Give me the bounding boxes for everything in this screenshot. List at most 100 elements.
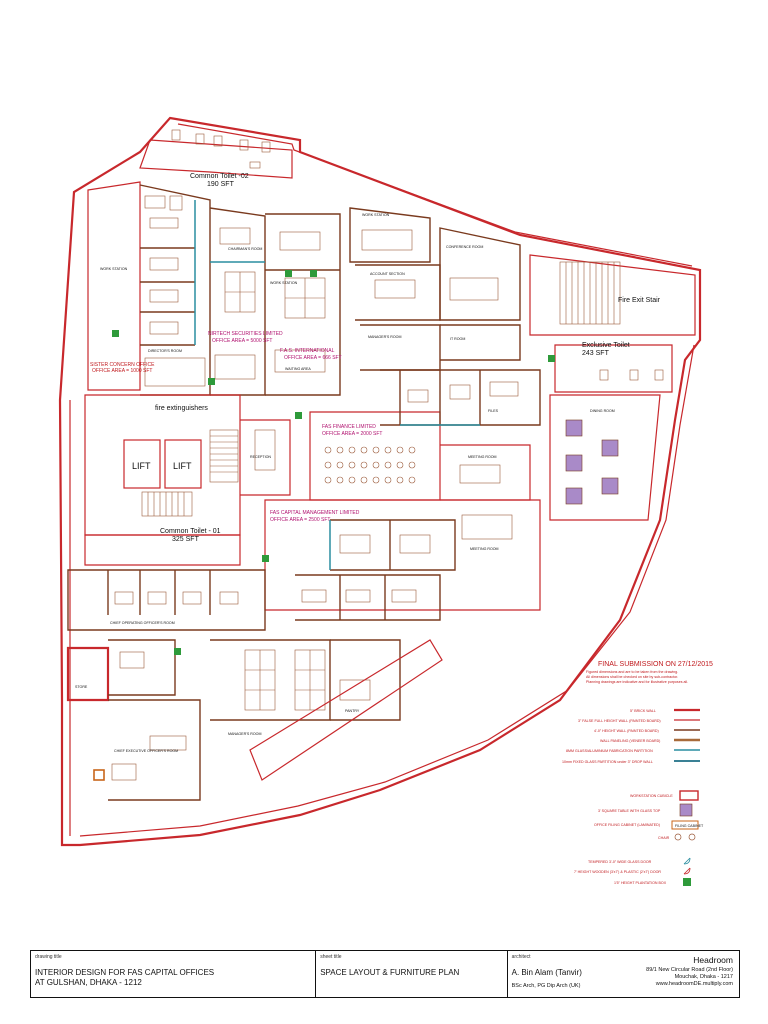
plant-box (285, 270, 292, 277)
firm-name: Headroom (693, 955, 733, 965)
dining-room: DINING ROOM (549, 394, 661, 521)
common-toilet-02: Common Toilet -02 190 SFT (139, 129, 293, 188)
architect-name: A. Bin Alam (Tanvir) (511, 968, 582, 977)
title-block: drawing title INTERIOR DESIGN FOR FAS CA… (30, 950, 740, 998)
legend-label-8: OFFICE FILING CABINET (LAMINATED) (594, 823, 660, 827)
note-line-3: Planning drawings are indicative and for… (586, 680, 688, 684)
work-station-label-1: WORK STATION (100, 267, 128, 271)
drawing-title-line-2: AT GULSHAN, DHAKA - 1212 (35, 978, 142, 987)
work-station-label-2: WORK STATION (270, 281, 298, 285)
fas-finance-area: OFFICE AREA = 2000 SFT (322, 431, 382, 437)
capital-offices-row (295, 574, 441, 621)
filing-cabinet-mark (93, 769, 105, 781)
lift-1-label: LIFT (132, 461, 151, 471)
stair-right (209, 429, 239, 483)
plant-box (295, 412, 302, 419)
square-table-4 (601, 477, 619, 495)
legend-label-7: 3' SQUARE TABLE WITH GLASS TOP (598, 809, 661, 813)
sheet-title-cell: sheet title SPACE LAYOUT & FURNITURE PLA… (316, 951, 508, 997)
chief-executive-label: CHIEF EXECUTIVE OFFICER'S ROOM (114, 749, 178, 753)
address-line-2: Mouchak, Dhaka - 1217 (674, 974, 733, 980)
work-station-label-3: WORK STATION (362, 213, 390, 217)
nirtech-office-block: NIRTECH SECURITIES LIMITED OFFICE AREA =… (87, 181, 342, 412)
fire-extinguishers-label: fire extinguishers (155, 405, 208, 412)
square-table-1 (565, 419, 583, 437)
legend-label-9: CHAIR (658, 836, 670, 840)
stair-left (141, 491, 193, 517)
drawing-title-cell: drawing title INTERIOR DESIGN FOR FAS CA… (31, 951, 317, 997)
legend-label-6: WORKSTATION CUBICLE (630, 794, 673, 798)
legend-swatch-cubicle (679, 790, 699, 801)
fire-exit-stair: Fire Exit Stair (529, 254, 696, 336)
square-table-3 (565, 454, 583, 472)
centre-offices: WORK STATION CONFERENCE ROOM ACCOUNT SEC… (349, 207, 541, 426)
exclusive-toilet: Exclusive Toilet 243 SFT (554, 342, 673, 393)
drawing-title-line-1: INTERIOR DESIGN FOR FAS CAPITAL OFFICES (35, 968, 215, 977)
sheet-title-caption: sheet title (320, 954, 342, 960)
common-toilet-02-area: 190 SFT (207, 181, 235, 188)
nirtech-label: NIRTECH SECURITIES LIMITED (208, 331, 283, 337)
fas-capital-mgmt-label: FAS CAPITAL MANAGEMENT LIMITED (270, 510, 360, 516)
conference-room-label: CONFERENCE ROOM (446, 245, 483, 249)
exclusive-toilet-label: Exclusive Toilet (582, 342, 630, 349)
nirtech-area: OFFICE AREA = 5000 SFT (212, 338, 272, 344)
legend-label-12: 1'5" HEIGHT PLANTATION BOX (614, 881, 667, 885)
fas-intl-area: OFFICE AREA = 666 SFT (284, 355, 342, 361)
common-toilet-02-label: Common Toilet -02 (190, 173, 249, 180)
fas-intl-label: F.A.S. INTERNATIONAL (280, 348, 335, 354)
legend-swatch-wood-door (683, 867, 691, 875)
reception-area: RECEPTION (240, 419, 291, 496)
chief-operating-label: CHIEF OPERATING OFFICER'S ROOM (110, 621, 175, 625)
pantry-label: PANTRY (345, 709, 360, 713)
firm-website: www.headroomDE.multiply.com (655, 981, 733, 987)
legend-cabinet-tag: FILING CABINET (675, 824, 704, 828)
square-table-2 (601, 439, 619, 457)
exclusive-toilet-area: 243 SFT (582, 350, 610, 357)
lift-2-label: LIFT (173, 461, 192, 471)
submission-note: FINAL SUBMISSION ON 27/12/2015 (598, 661, 713, 668)
sister-concern-label: SISTER CONCERN OFFICE (90, 362, 155, 368)
legend-swatch-cabinet (671, 820, 699, 830)
address-line-1: 89/1 New Circular Road (2nd Floor) (646, 967, 733, 973)
legend-swatch-chair-2 (688, 833, 696, 841)
plant-box (310, 270, 317, 277)
legend-label-5: 10mm FIXED GLASS PARTITION under 3" DROP… (562, 760, 653, 764)
managers-room-label-2: MANAGER'S ROOM (228, 732, 261, 736)
legend-label-3: WALL PANELING (VENEER BOARD) (600, 739, 660, 743)
legend-swatch-plant (683, 878, 691, 886)
lower-workstations: PANTRY MANAGER'S ROOM (210, 639, 443, 781)
note-line-2: All dimensions shall be checked on site … (586, 675, 678, 679)
sister-concern-area: OFFICE AREA = 1000 SFT (92, 368, 152, 374)
store-label: STORE (75, 685, 88, 689)
sheet-title: SPACE LAYOUT & FURNITURE PLAN (320, 968, 460, 977)
firm-address: 89/1 New Circular Road (2nd Floor) Mouch… (646, 967, 733, 988)
directors-room-label: DIRECTOR'S ROOM (148, 349, 182, 353)
square-table-5 (565, 487, 583, 505)
architect-degree: BSc Arch, PG Dip Arch (UK) (511, 983, 581, 989)
account-section-label: ACCOUNT SECTION (370, 272, 405, 276)
plantation-boxes (112, 270, 555, 655)
architect-cell: architect A. Bin Alam (Tanvir) BSc Arch,… (508, 951, 739, 997)
workstation-cluster-left (224, 271, 326, 319)
plant-box (262, 555, 269, 562)
legend: 5" BRICK WALL 3" FALSE FULL HEIGHT WALL … (562, 708, 704, 886)
meeting-room-label-1: MEETING ROOM (468, 455, 497, 459)
it-room-label: IT ROOM (450, 337, 465, 341)
note-line-1: Figured dimensions and are to be taken f… (586, 670, 678, 674)
common-toilet-01-area: 325 SFT (172, 536, 200, 543)
finance-seating (324, 446, 416, 484)
chairmans-room-label: CHAIRMAN'S ROOM (228, 247, 262, 251)
plant-box (174, 648, 181, 655)
common-toilet-01: Common Toilet - 01 325 SFT (84, 528, 241, 566)
lift-core: LIFT LIFT (84, 394, 241, 536)
legend-swatch-glass-door (683, 857, 691, 865)
legend-label-11: 7' HEIGHT WOODEN (3'x7') & PLASTIC (2'x7… (574, 870, 661, 874)
plant-box (208, 378, 215, 385)
fas-finance-label: FAS FINANCE LIMITED (322, 424, 376, 430)
legend-label-10: TEMPERED 3'-0" WIDE GLASS DOOR (588, 860, 652, 864)
fire-exit-stair-label: Fire Exit Stair (618, 297, 661, 304)
legend-label-1: 3" FALSE FULL HEIGHT WALL (PAINTED BOARD… (578, 719, 661, 723)
legend-swatch-chair (674, 833, 682, 841)
submission-notes: FINAL SUBMISSION ON 27/12/2015 Figured d… (586, 661, 713, 684)
